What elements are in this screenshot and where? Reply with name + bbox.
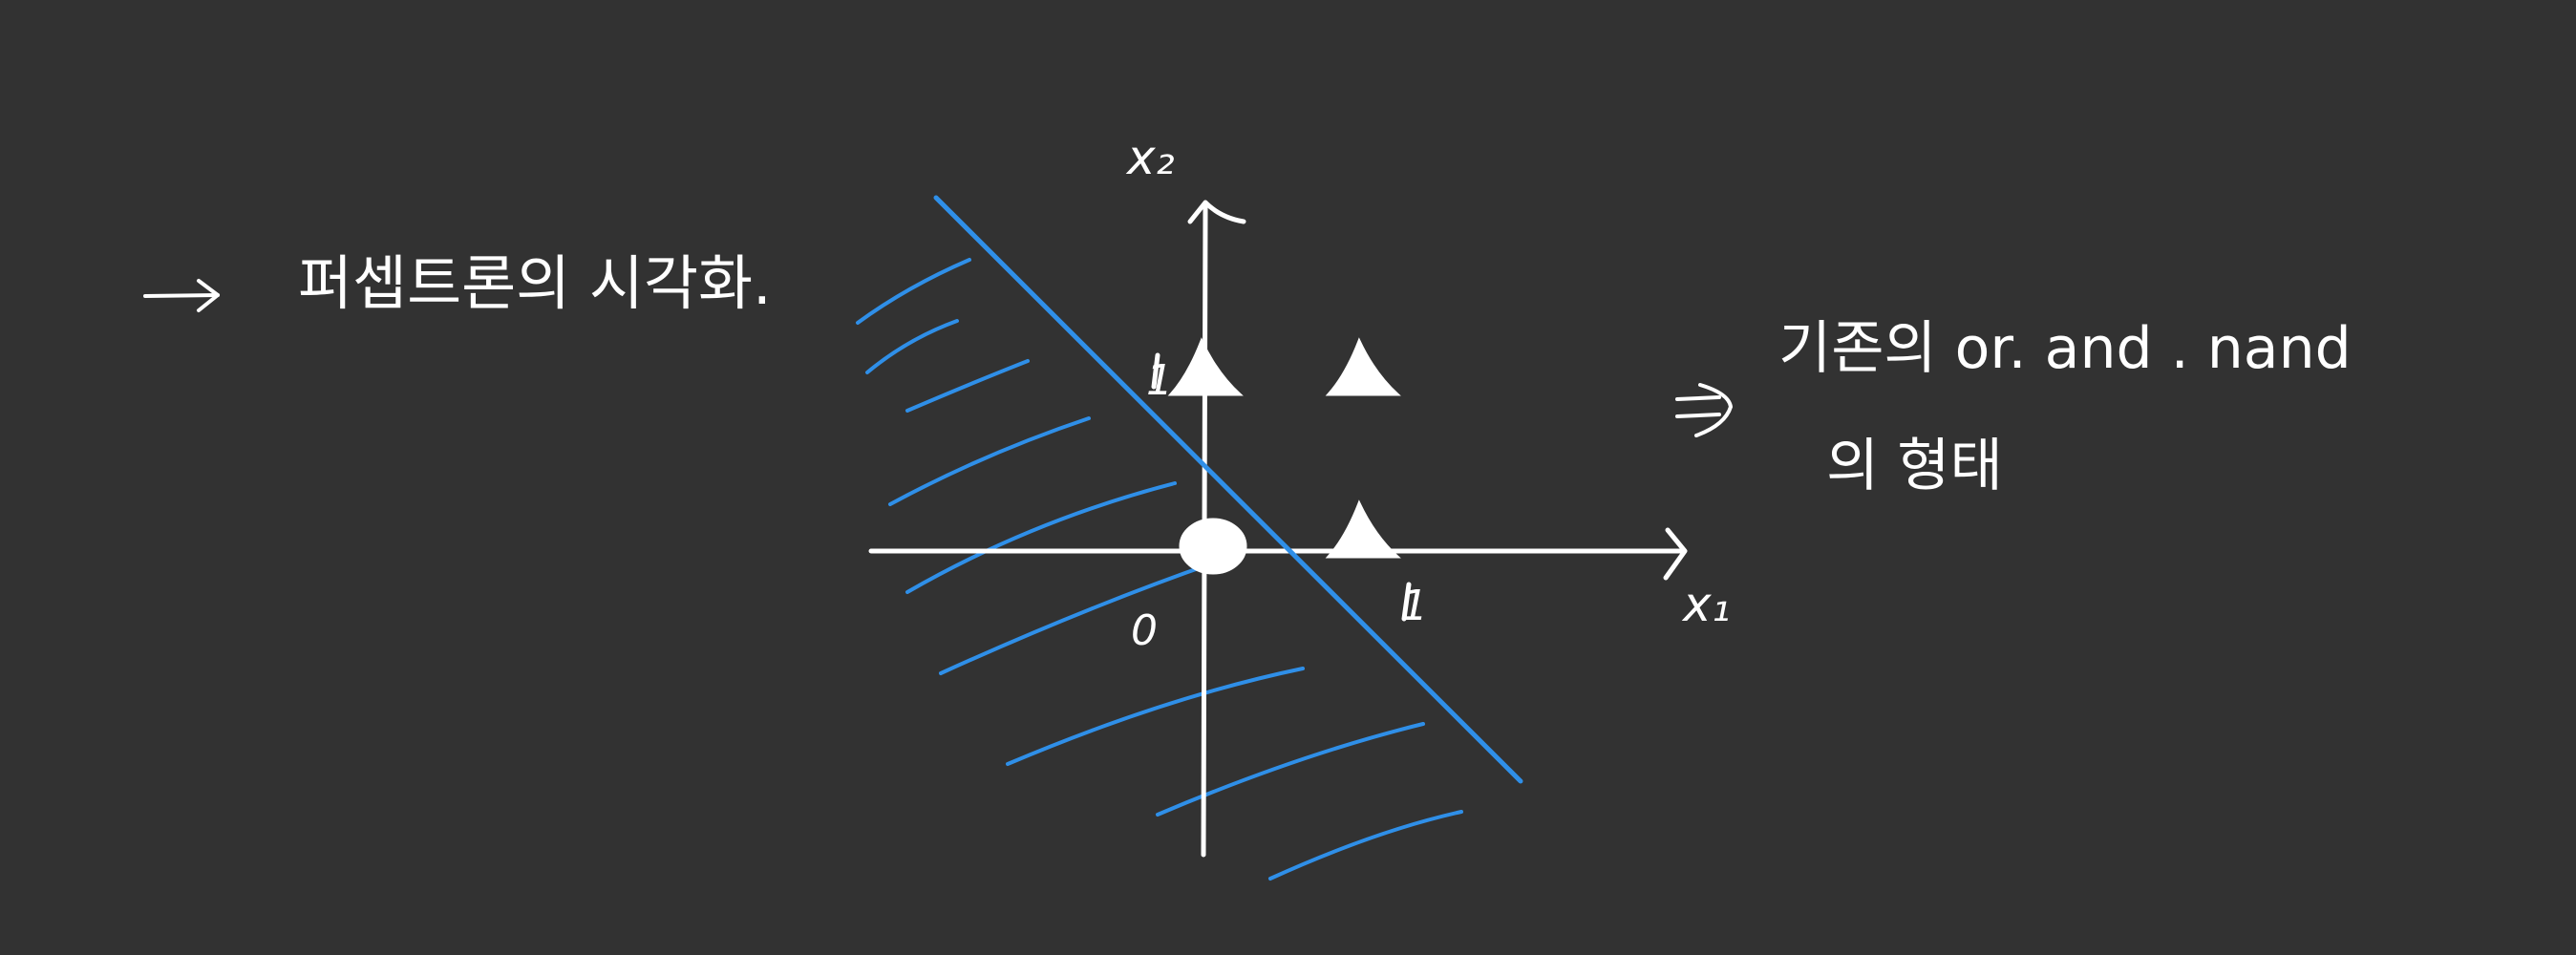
right-arrow-icon (143, 279, 220, 312)
hatch-line (865, 319, 959, 374)
circle-marker (1179, 518, 1247, 575)
origin-label: 0 (1131, 606, 1158, 655)
hatch-line (1268, 810, 1463, 881)
hatch-line (905, 359, 1030, 413)
hatch-line (939, 552, 1242, 675)
hatch-line (1006, 667, 1305, 766)
x-tick-label: 1 (1401, 582, 1428, 630)
x-tick-mark (1401, 582, 1412, 622)
hatch-line (905, 481, 1177, 594)
y-axis-arrowhead (1187, 200, 1246, 224)
note-line-2: 의 형태 (1826, 433, 2003, 499)
decision-boundary-line (933, 195, 1523, 784)
axes (868, 200, 1688, 858)
hatch-line (1156, 722, 1425, 817)
data-points: 11 (1146, 337, 1428, 630)
hatched-region (856, 258, 1463, 881)
note-line-1: 기존의 or. and . nand (1778, 315, 2352, 382)
y-axis-label: x₂ (1125, 130, 1175, 185)
double-right-arrow-icon (1675, 383, 1733, 437)
x-axis-arrowhead (1663, 527, 1688, 581)
hatch-line (888, 416, 1091, 506)
triangle-marker (1167, 337, 1244, 396)
page-title: 퍼셉트론의 시각화. (298, 248, 772, 318)
x-axis-label: x₁ (1681, 577, 1731, 632)
hatch-line (856, 258, 971, 325)
triangle-marker (1325, 499, 1401, 559)
y-tick-label: 1 (1146, 356, 1173, 405)
y-tick-mark (1151, 352, 1160, 390)
triangle-marker (1325, 337, 1401, 396)
